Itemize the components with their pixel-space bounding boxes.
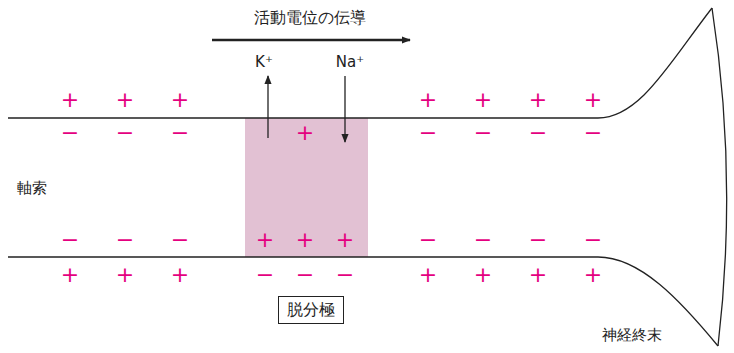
charge-sign: − — [116, 229, 134, 251]
charge-sign: + — [296, 229, 314, 251]
charge-sign: − — [171, 122, 189, 144]
charge-sign: + — [419, 264, 437, 286]
charge-sign: − — [419, 229, 437, 251]
charge-sign: + — [584, 89, 602, 111]
charge-sign: − — [61, 122, 79, 144]
ion-label: K⁺ — [255, 55, 273, 70]
charge-sign: + — [419, 89, 437, 111]
charge-sign: − — [256, 264, 274, 286]
charge-sign: + — [116, 89, 134, 111]
charge-sign: + — [61, 89, 79, 111]
charge-sign: − — [529, 229, 547, 251]
charge-sign: + — [296, 122, 314, 144]
charge-sign: + — [529, 264, 547, 286]
depolarized-region — [245, 118, 368, 257]
charge-sign: − — [61, 229, 79, 251]
ion-label: Na⁺ — [336, 55, 364, 70]
charge-sign: − — [584, 122, 602, 144]
terminal-outline — [712, 8, 727, 346]
charge-sign: − — [474, 229, 492, 251]
charge-sign: + — [474, 264, 492, 286]
charge-sign: − — [116, 122, 134, 144]
charge-sign: + — [474, 89, 492, 111]
charge-sign: − — [171, 229, 189, 251]
caption-box: 脱分極 — [278, 296, 344, 323]
region-label: 脱分極 — [287, 300, 335, 319]
charge-sign: − — [474, 122, 492, 144]
heading-label: 活動電位の伝導 — [254, 10, 366, 26]
charge-sign: + — [256, 229, 274, 251]
charge-sign: + — [171, 89, 189, 111]
na-influx-arrow — [344, 76, 345, 142]
axon-membrane-bottom — [8, 257, 718, 346]
charge-sign: + — [171, 264, 189, 286]
charge-sign: + — [529, 89, 547, 111]
part-name: 軸索 — [17, 181, 47, 196]
charge-sign: − — [419, 122, 437, 144]
part-name: 神経終末 — [602, 328, 662, 343]
charge-sign: + — [336, 229, 354, 251]
charge-sign: − — [584, 229, 602, 251]
charge-sign: + — [116, 264, 134, 286]
charge-sign: + — [584, 264, 602, 286]
charge-sign: − — [296, 264, 314, 286]
k-efflux-arrow — [267, 76, 268, 138]
charge-sign: − — [529, 122, 547, 144]
conduction-arrow — [212, 39, 410, 42]
axon-membrane-top — [8, 8, 712, 118]
charge-sign: − — [336, 264, 354, 286]
charge-sign: + — [61, 264, 79, 286]
